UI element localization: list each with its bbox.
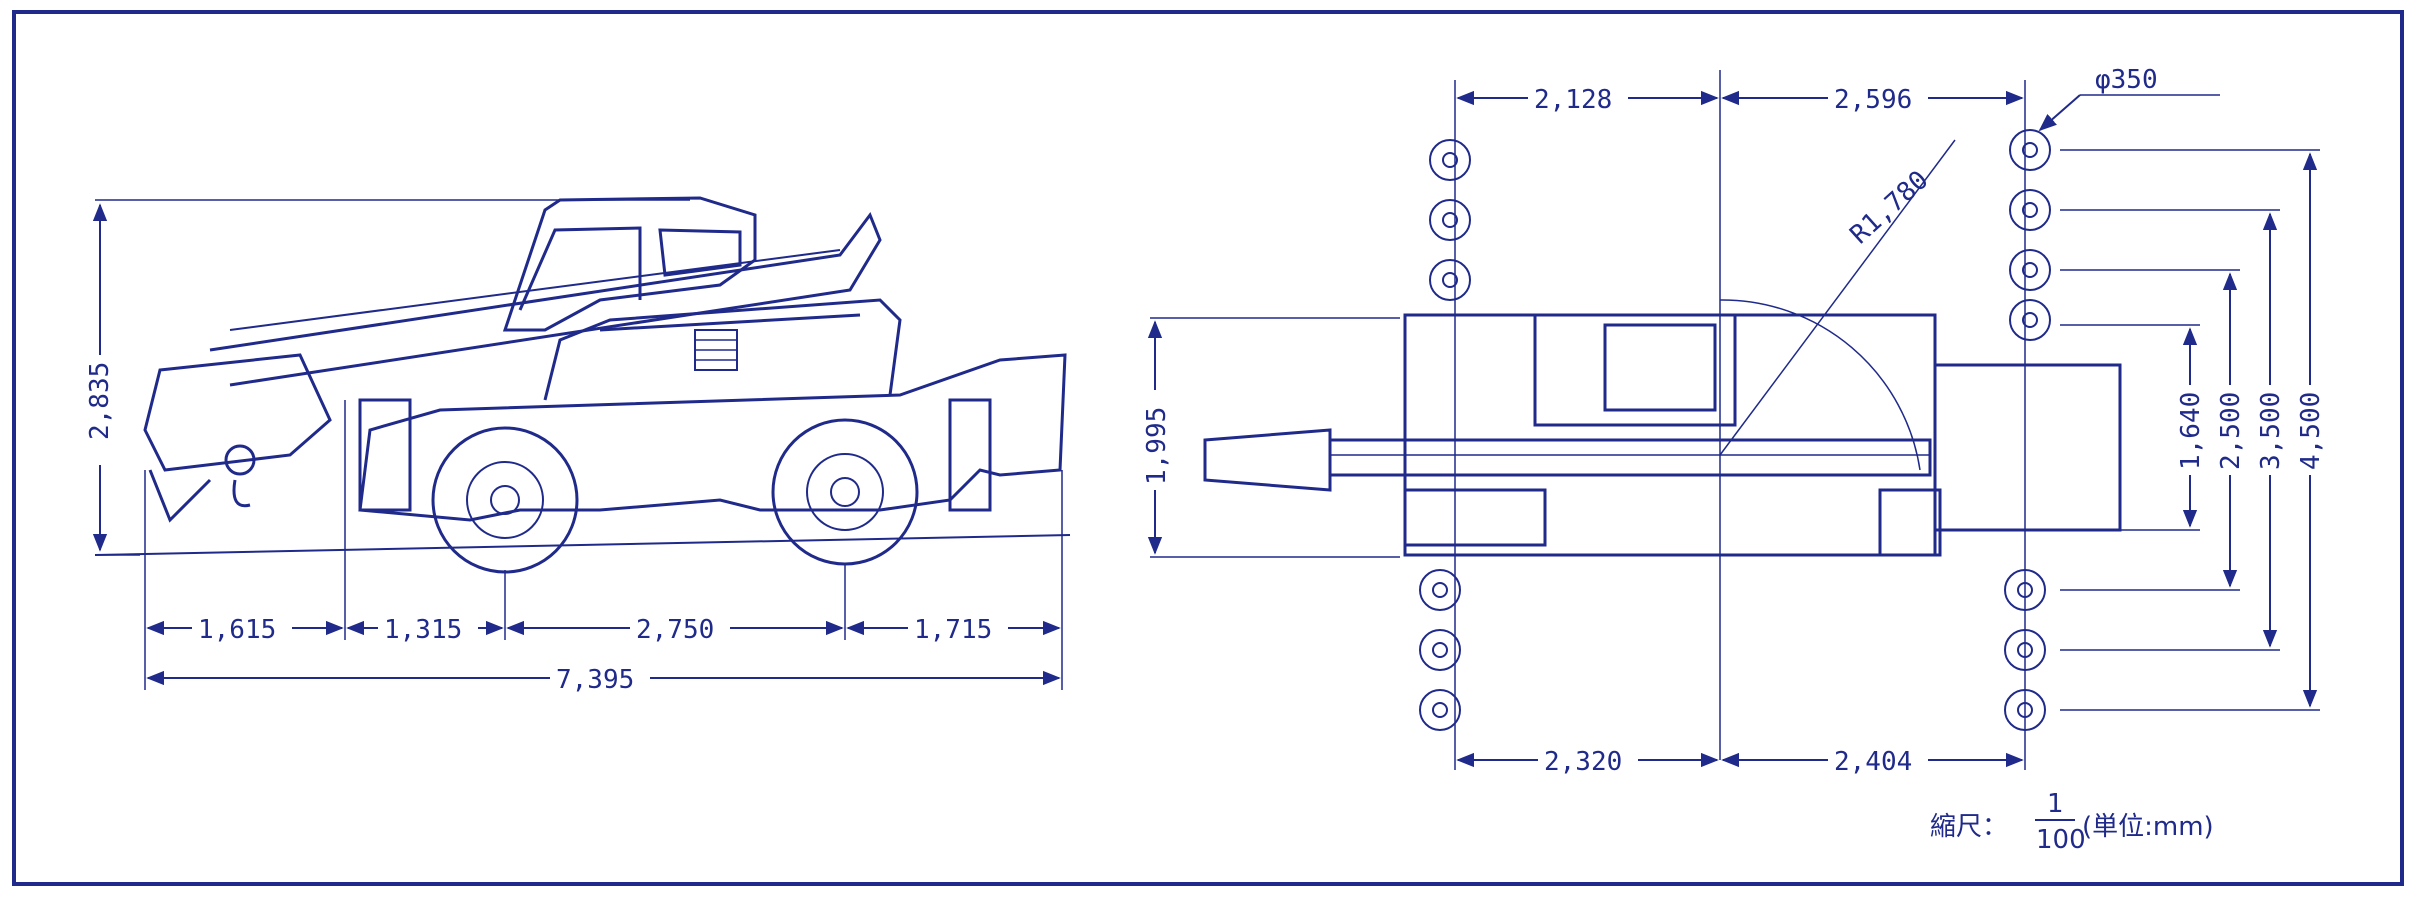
scale-note: 縮尺： 1 100 (単位:mm) — [1930, 789, 2214, 855]
overall-length-dimension: 7,395 — [556, 665, 634, 695]
float-diameter-label: φ350 — [2095, 65, 2158, 95]
outrigger-min-dimension: 1,640 — [2176, 392, 2206, 470]
height-label-bg — [80, 355, 120, 465]
height-dimension: 2,835 — [85, 362, 115, 440]
top-view — [1147, 70, 2320, 770]
scale-label: 縮尺： — [1930, 812, 2008, 842]
scale-denominator: 100 — [2036, 825, 2086, 855]
rear-overhang-dimension: 1,715 — [914, 615, 992, 645]
outrigger-front-dimension: 2,320 — [1544, 747, 1622, 777]
outrigger-mid2-dimension: 3,500 — [2256, 392, 2286, 470]
scale-numerator: 1 — [2047, 789, 2064, 819]
drawing-frame — [12, 10, 2404, 886]
outrigger-max-dimension: 4,500 — [2296, 392, 2326, 470]
front-axle-dimension: 1,315 — [384, 615, 462, 645]
scale-unit: (単位:mm) — [2082, 812, 2214, 842]
front-to-center-dimension: 2,128 — [1534, 85, 1612, 115]
front-overhang-dimension: 1,615 — [198, 615, 276, 645]
center-to-rear-dimension: 2,596 — [1834, 85, 1912, 115]
wheelbase-dimension: 2,750 — [636, 615, 714, 645]
outrigger-mid-dimension: 2,500 — [2216, 392, 2246, 470]
outrigger-rear-dimension: 2,404 — [1834, 747, 1912, 777]
body-width-dimension: 1,995 — [1142, 407, 1172, 485]
swing-radius-dimension: R1,780 — [1845, 165, 1935, 250]
